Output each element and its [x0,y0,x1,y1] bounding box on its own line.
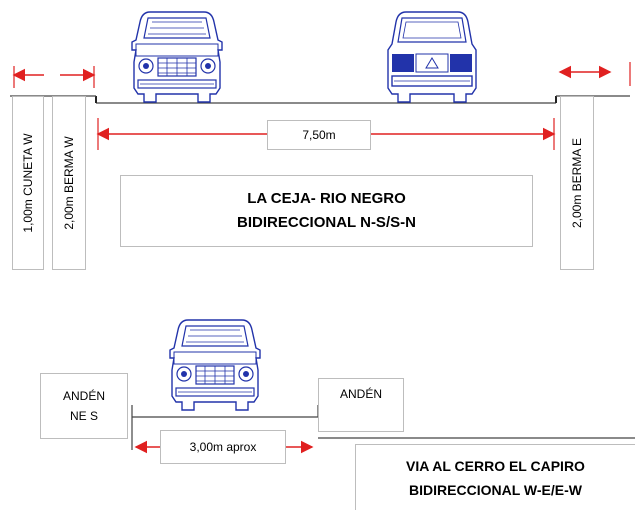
car-rear-icon [387,11,477,103]
width-label-top: 7,50m [267,120,371,150]
label-anden-left-text: ANDÉN NE S [62,389,105,423]
label-berma-w: 2,00m BERMA W [52,96,86,270]
label-berma-w-text: 2,00m BERMA W [62,136,76,230]
car-front-icon [131,11,223,103]
label-anden-right: ANDÉN [318,378,404,432]
label-anden-left: ANDÉN NE S [40,373,128,439]
title-box-bottom: VIA AL CERRO EL CAPIRO BIDIRECCIONAL W-E… [355,444,635,510]
label-berma-e: 2,00m BERMA E [560,96,594,270]
label-berma-e-text: 2,00m BERMA E [570,137,584,229]
title-top-line1: LA CEJA- RIO NEGRO [247,190,406,207]
width-label-bottom-text: 3,00m aprox [189,440,257,454]
label-cuneta-w: 1,00m CUNETA W [12,96,44,270]
title-bottom-line1: VIA AL CERRO EL CAPIRO [406,457,585,474]
title-bottom-line2: BIDIRECCIONAL W-E/E-W [409,481,582,498]
title-box-top: LA CEJA- RIO NEGRO BIDIRECCIONAL N-S/S-N [120,175,533,247]
label-cuneta-w-text: 1,00m CUNETA W [21,133,35,233]
title-top-line2: BIDIRECCIONAL N-S/S-N [237,214,416,231]
width-label-top-text: 7,50m [302,128,336,142]
width-label-bottom: 3,00m aprox [160,430,286,464]
car-front-icon [169,319,261,411]
label-anden-right-text: ANDÉN [339,387,382,401]
